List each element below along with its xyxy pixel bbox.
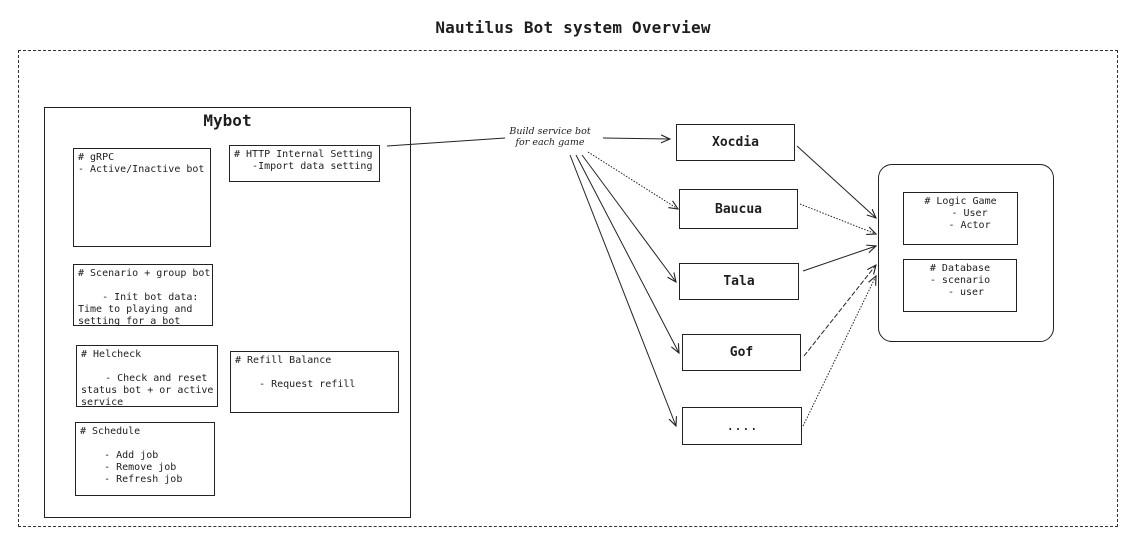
arrow-to-more (569, 154, 676, 426)
service-tala: Tala (679, 263, 799, 300)
service-xocdia: Xocdia (676, 124, 795, 161)
database-box: # Database - scenario - user (903, 259, 1017, 312)
arrow-to-tala (581, 154, 676, 282)
schedule-box: # Schedule - Add job - Remove job - Refr… (75, 422, 215, 496)
service-gof: Gof (682, 334, 801, 371)
mybot-container (44, 107, 411, 518)
arrow-http-to-note (386, 137, 506, 147)
arrow-note-to-xocdia (602, 138, 670, 139)
arrow-xocdia-to-storage (796, 145, 876, 218)
arrow-note: Build service bot for each game (509, 126, 591, 148)
grpc-box: # gRPC - Active/Inactive bot (73, 148, 211, 247)
service-baucua: Baucua (679, 189, 798, 229)
helcheck-box: # Helcheck - Check and reset status bot … (76, 345, 218, 408)
http-setting-box: # HTTP Internal Setting -Import data set… (229, 145, 380, 182)
logic-game-box: # Logic Game - User - Actor (903, 192, 1018, 245)
diagram-title: Nautilus Bot system Overview (435, 18, 711, 37)
refill-balance-box: # Refill Balance - Request refill (230, 351, 399, 413)
system-boundary (18, 50, 1118, 527)
scenario-box: # Scenario + group bot - Init bot data: … (73, 264, 213, 327)
arrow-tala-to-storage (802, 246, 876, 272)
arrow-to-gof (575, 154, 679, 353)
arrow-baucua-to-storage (799, 203, 876, 234)
mybot-title: Mybot (203, 111, 252, 130)
service-more: .... (682, 407, 802, 445)
storage-container (878, 164, 1054, 342)
arrow-gof-to-storage (803, 265, 876, 357)
arrow-more-to-storage (802, 276, 876, 427)
arrow-to-baucua (587, 151, 678, 209)
